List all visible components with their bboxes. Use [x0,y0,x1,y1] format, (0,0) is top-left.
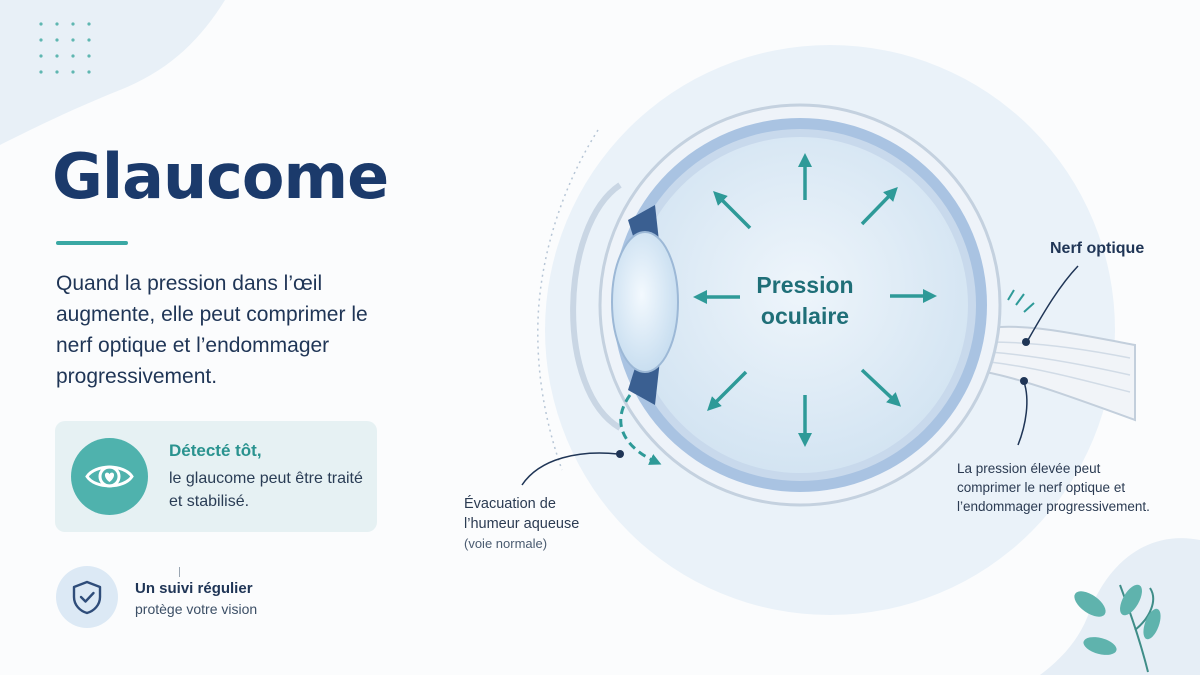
drainage-label: Évacuation de l’humeur aqueuse (voie nor… [464,494,614,554]
dotted-guide-arc [537,129,599,471]
dot-grid-decoration [39,22,91,74]
callout-title: Détecté tôt, [169,441,262,460]
eye-heart-icon [71,438,148,515]
early-detection-callout: Détecté tôt, le glaucome peut être trait… [55,421,377,532]
pressure-arrows [693,153,937,447]
drainage-subtitle: (voie normale) [464,536,548,551]
arrow-up-left [713,191,752,230]
drainage-point [616,450,624,458]
shield-check-icon [56,566,118,628]
page-title: Glaucome [52,140,389,213]
divider-tick [179,567,180,577]
drainage-leader-line [521,452,619,486]
callout-body: le glaucome peut être traité et stabilis… [169,470,363,510]
lens [611,231,679,373]
top-left-blob [0,0,225,145]
arrow-up-right [860,186,898,226]
intro-text: Quand la pression dans l’œil augmente, e… [56,272,368,388]
optic-nerve-note: La pression élevée peut comprimer le ner… [957,461,1150,514]
title-underline [56,241,128,245]
nerve-point [1022,338,1030,346]
bottom-right-blob [1040,538,1200,675]
cornea [570,182,622,431]
drainage-title: Évacuation de l’humeur aqueuse [464,496,580,532]
follow-up-title: Un suivi régulier [135,580,253,597]
compression-ticks [1007,289,1035,313]
follow-up-body: protège votre vision [135,601,258,617]
nerve-note-point [1020,377,1028,385]
arrow-down-right [860,368,902,407]
leaf-decoration [1074,584,1161,673]
pressure-label: Pression oculaire [756,272,854,329]
nerve-leader-line [1027,265,1079,341]
arrow-down-left [707,370,748,411]
nerve-note-leader [1017,381,1028,446]
optic-nerve-label: Nerf optique [1050,240,1145,257]
